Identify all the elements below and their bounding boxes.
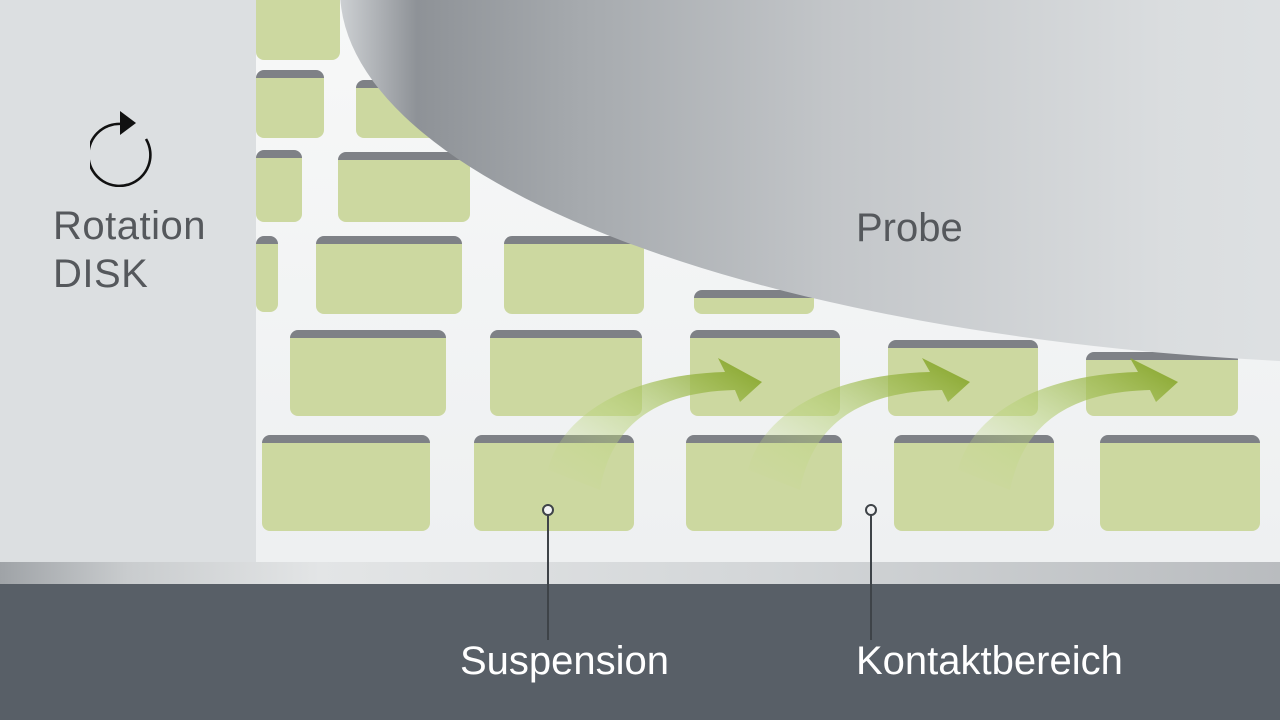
- rotation-label-line1: Rotation: [53, 204, 206, 248]
- suspension-pointer-dot: [542, 504, 554, 516]
- base-edge: [0, 562, 1280, 584]
- contact-area-label: Kontaktbereich: [856, 639, 1123, 683]
- flow-arrow-icon: [958, 358, 1178, 490]
- grid-cell: [256, 70, 324, 138]
- rotate-clockwise-icon: [90, 111, 152, 187]
- grid-cell: [256, 150, 302, 222]
- flow-arrow-icon: [748, 358, 970, 490]
- grid-cell: [1100, 435, 1260, 531]
- base-plate: [0, 584, 1280, 720]
- rotation-disk-label: Rotation DISK: [53, 202, 206, 298]
- grid-cell: [316, 236, 462, 314]
- rotation-disk-panel: Rotation DISK: [0, 0, 256, 562]
- grid-cell: [256, 0, 340, 60]
- suspension-pointer-line: [547, 514, 549, 640]
- contact-pointer-dot: [865, 504, 877, 516]
- probe-label: Probe: [856, 206, 963, 250]
- flow-arrow-icon: [548, 358, 762, 490]
- grid-cell: [290, 330, 446, 416]
- grid-cell: [338, 152, 470, 222]
- contact-pointer-line: [870, 514, 872, 640]
- grid-cell: [262, 435, 430, 531]
- grid-cell: [256, 236, 278, 312]
- suspension-label: Suspension: [460, 639, 670, 683]
- rotation-label-line2: DISK: [53, 252, 149, 296]
- grid-cell: [694, 290, 814, 314]
- grid-cell: [504, 236, 644, 314]
